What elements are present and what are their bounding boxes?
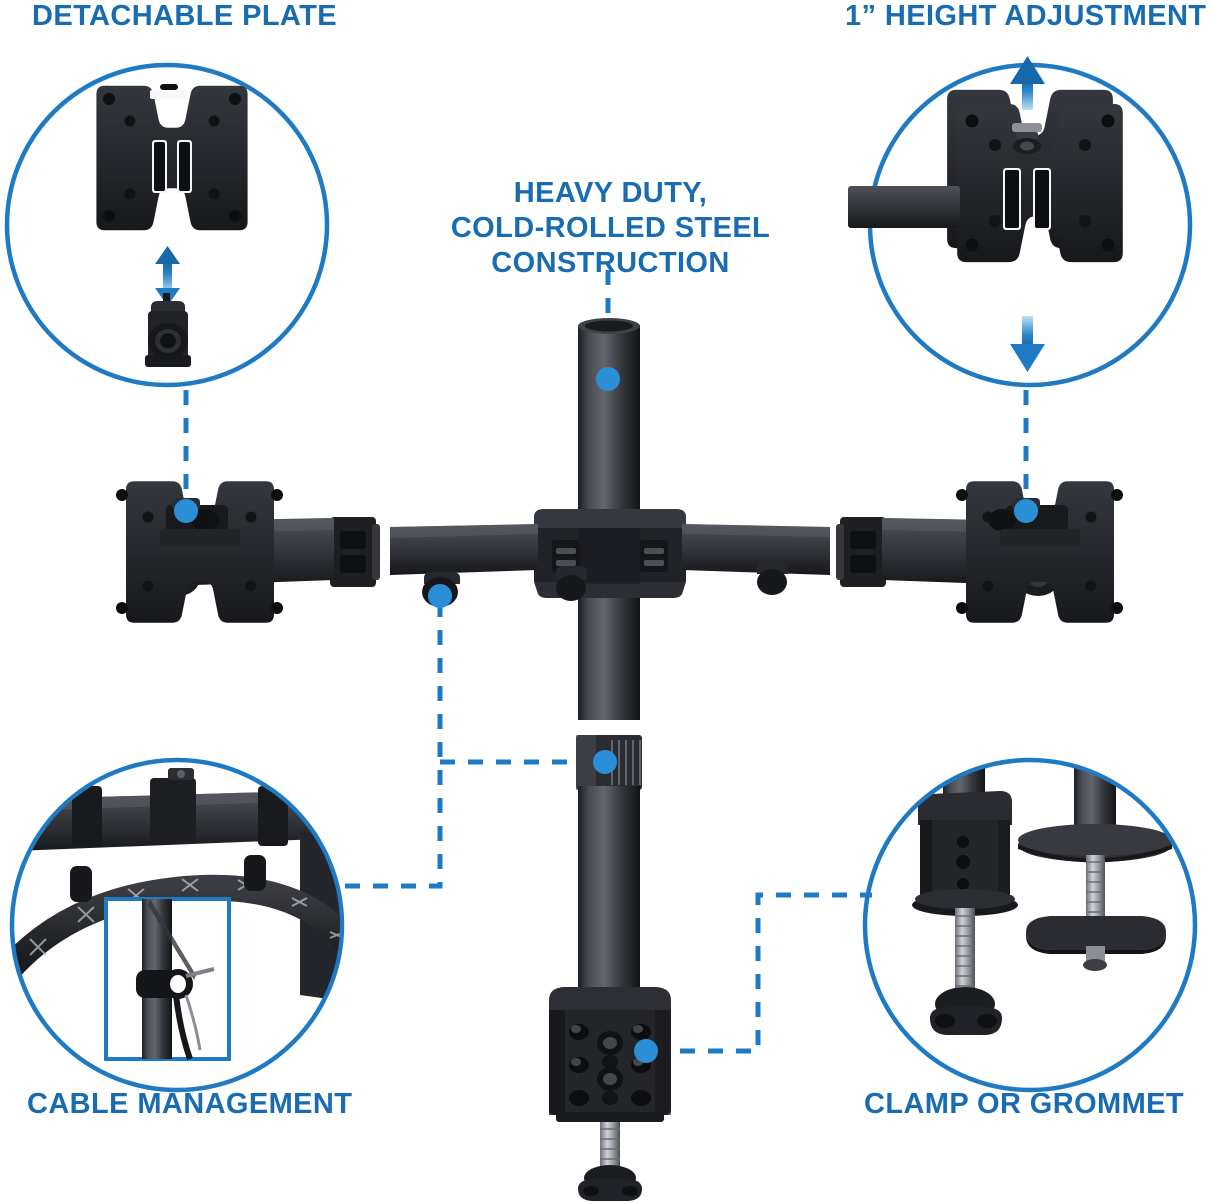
callout-circle-height-adjustment xyxy=(848,56,1193,388)
quick-release-block-icon xyxy=(145,293,191,367)
callout-label-height-adjustment: 1” HEIGHT ADJUSTMENT xyxy=(845,0,1207,32)
connector-clamp-grommet xyxy=(652,892,872,1054)
right-vesa-plate xyxy=(956,481,1123,623)
callout-label-clamp-or-grommet: CLAMP OR GROMMET xyxy=(864,1088,1185,1120)
vesa-plate-exploded-icon xyxy=(96,84,248,231)
desk-clamp-base xyxy=(549,987,671,1201)
vesa-plate-height-arrows-icon xyxy=(957,103,1123,263)
heavy-duty-line-2: COLD-ROLLED STEEL xyxy=(450,211,771,244)
callout-circle-clamp-or-grommet xyxy=(862,757,1198,1093)
crossbar-hub xyxy=(534,509,686,598)
cable-clip-right xyxy=(757,560,788,595)
hotspot-dot-right-vesa xyxy=(1014,499,1038,523)
base-center-screws xyxy=(597,1031,623,1105)
hotspot-dot-arm-cable-clip xyxy=(428,584,452,608)
height-down-arrow-icon xyxy=(1010,316,1045,372)
cable-clip-detail-icon xyxy=(14,768,340,1061)
hotspot-dot-pole-collar xyxy=(593,750,617,774)
cable-clip-inner-left xyxy=(556,566,587,601)
callout-circle-cable-management xyxy=(9,757,345,1093)
center-pole-lower xyxy=(578,786,640,998)
left-arm-mid-joint xyxy=(326,517,380,587)
right-arm-stub xyxy=(848,186,960,228)
hotspot-dot-pole xyxy=(596,367,620,391)
hotspot-dot-clamp-base xyxy=(634,1039,658,1063)
connector-cable-management-left xyxy=(341,602,443,889)
callout-label-detachable-plate: DETACHABLE PLATE xyxy=(32,0,337,32)
desk-clamp-icon xyxy=(912,762,1018,1035)
hotspot-dot-left-vesa xyxy=(174,499,198,523)
height-up-arrow-icon xyxy=(1010,56,1045,110)
heavy-duty-line-1: HEAVY DUTY, xyxy=(513,177,708,209)
left-vesa-plate xyxy=(116,481,283,623)
hotspot-dots xyxy=(174,367,1038,1063)
right-arm-mid-joint xyxy=(836,517,890,587)
callout-label-cable-management: CABLE MANAGEMENT xyxy=(27,1088,353,1120)
callout-circle-detachable-plate xyxy=(4,62,330,388)
clamp-and-grommet-icon xyxy=(912,762,1172,1035)
